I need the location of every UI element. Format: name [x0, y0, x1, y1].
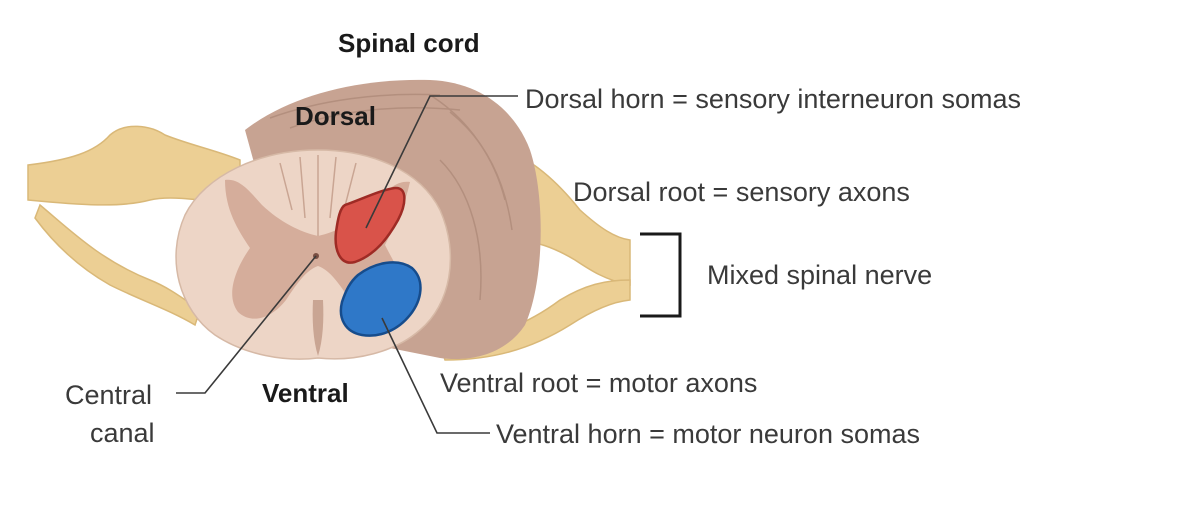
title-label: Spinal cord [338, 28, 480, 58]
dorsal-horn-leader [365, 95, 518, 229]
dorsal-horn-label: Dorsal horn = sensory interneuron somas [525, 84, 1021, 114]
ventral-fissure [312, 300, 324, 356]
dorsal-tract-lines [279, 155, 357, 236]
dorsal-root-label: Dorsal root = sensory axons [573, 177, 910, 207]
left-dorsal-root [27, 125, 241, 206]
ventral-label: Ventral [262, 378, 349, 408]
ventral-horn-label: Ventral horn = motor neuron somas [496, 419, 920, 449]
cord-ridges [269, 93, 513, 301]
dorsal-horn [334, 186, 406, 264]
spinal-cord [175, 79, 541, 360]
ventral-horn-leader [381, 317, 490, 434]
ventral-root-label: Ventral root = motor axons [440, 368, 757, 398]
left-ventral-root [34, 203, 201, 327]
central-canal-label-line2: canal [90, 418, 155, 448]
central-canal-label-line1: Central [65, 380, 152, 410]
leader-lines [176, 95, 518, 434]
dorsal-label: Dorsal [295, 101, 376, 131]
central-canal-leader [176, 255, 317, 394]
mixed-spinal-nerve-label: Mixed spinal nerve [707, 260, 932, 290]
mixed-nerve-bracket [640, 232, 682, 318]
